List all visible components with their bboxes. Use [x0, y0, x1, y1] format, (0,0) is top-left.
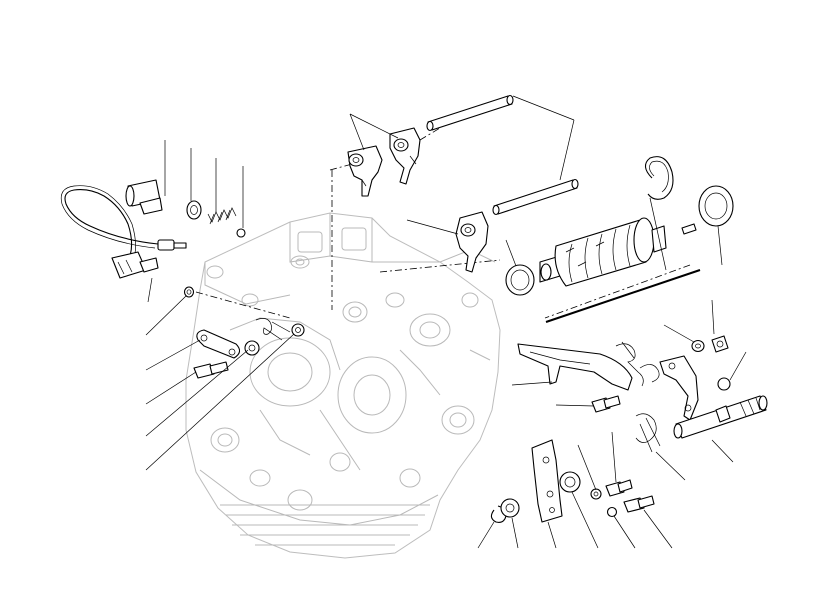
shift-fork-left	[347, 145, 383, 197]
drum-washer-left	[505, 264, 535, 296]
spring-left	[255, 318, 291, 341]
shift-shaft	[673, 395, 768, 439]
seal-ring	[559, 471, 581, 493]
lever-spring-a	[615, 343, 644, 387]
collar-right	[717, 377, 731, 391]
stopper-plate	[531, 439, 563, 523]
selector-drum	[539, 217, 667, 287]
drum-circlip	[644, 156, 674, 200]
detent-washer	[186, 200, 202, 220]
washer-small-left2	[291, 323, 305, 337]
shift-fork-lower	[455, 211, 489, 273]
washer-plate-b	[606, 506, 618, 518]
washer-mid-left	[244, 340, 260, 356]
nut-right	[711, 335, 729, 353]
neutral-switch-cable	[60, 185, 187, 259]
fork-shaft-lower	[492, 178, 579, 216]
drum-axis-line	[545, 269, 701, 323]
neutral-switch-body	[111, 251, 159, 279]
crankcase-housing	[185, 212, 501, 559]
washer-lower	[500, 498, 520, 518]
lever-spring-b	[635, 364, 661, 453]
washer-plate	[590, 488, 602, 500]
lever-bolt	[591, 395, 621, 413]
bolt-plate-a	[605, 479, 633, 497]
drum-pin	[681, 223, 697, 235]
drum-washer-right	[698, 185, 734, 227]
detent-ball	[236, 228, 246, 238]
bracket-plate-left	[196, 329, 241, 359]
shift-lever-arm	[517, 343, 633, 391]
detent-plug-bolt	[125, 179, 163, 215]
fork-shaft-upper	[426, 94, 514, 132]
detent-spring	[207, 207, 237, 225]
callout-leaders	[145, 95, 747, 549]
shift-shaft-bracket	[659, 355, 699, 421]
washer-right-a	[691, 339, 705, 353]
shift-fork-right	[389, 127, 421, 185]
small-washer-left	[183, 286, 195, 298]
bolt-plate-b	[623, 495, 655, 513]
